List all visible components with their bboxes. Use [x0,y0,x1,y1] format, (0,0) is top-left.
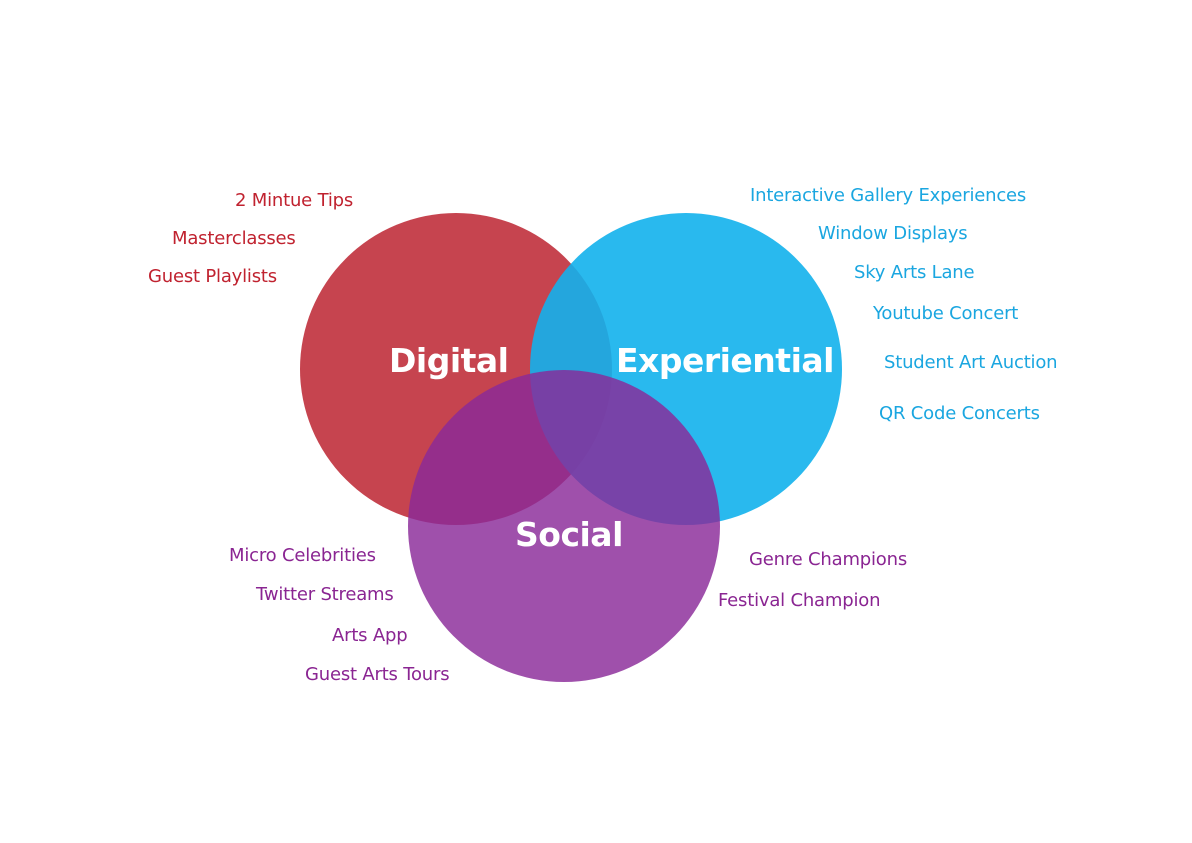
experiential-item: Youtube Concert [873,303,1019,324]
experiential-item: Sky Arts Lane [854,262,975,283]
social-title: Social [515,515,623,554]
social-circle [408,370,720,682]
experiential-title: Experiential [616,341,834,380]
experiential-item: Window Displays [818,223,968,244]
experiential-item: Interactive Gallery Experiences [750,185,1027,206]
experiential-item: QR Code Concerts [879,403,1040,424]
digital-item: Masterclasses [172,228,296,249]
social-item: Arts App [332,625,408,646]
social-item: Twitter Streams [256,584,394,605]
social-item: Micro Celebrities [229,545,376,566]
social-item: Genre Champions [749,549,907,570]
digital-item: 2 Mintue Tips [235,190,354,211]
social-item: Festival Champion [718,590,881,611]
digital-item: Guest Playlists [148,266,277,287]
experiential-item: Student Art Auction [884,352,1058,373]
social-item: Guest Arts Tours [305,664,450,685]
digital-title: Digital [389,341,509,380]
